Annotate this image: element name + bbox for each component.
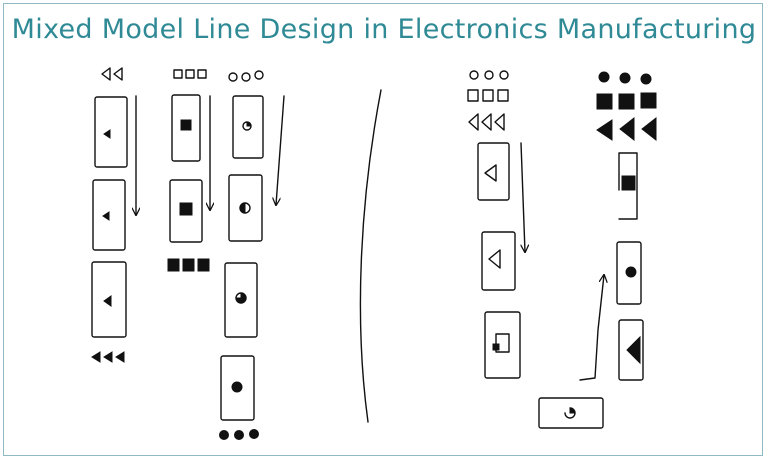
line-1-output-triangles bbox=[91, 351, 125, 363]
line-2-output-squares bbox=[167, 258, 210, 272]
returned-line-stations bbox=[616, 152, 644, 381]
station bbox=[94, 96, 128, 168]
station bbox=[228, 174, 263, 242]
line-1-input-triangles bbox=[101, 67, 123, 81]
flow-arrow bbox=[520, 142, 525, 252]
station bbox=[91, 261, 127, 338]
page-title: Mixed Model Line Design in Electronics M… bbox=[11, 14, 757, 45]
station bbox=[169, 179, 203, 243]
divider-line bbox=[359, 89, 382, 423]
line-3-output-circles bbox=[219, 429, 259, 440]
station bbox=[220, 355, 255, 421]
mixed-output-circles bbox=[598, 71, 652, 85]
line-2-stations bbox=[169, 94, 203, 243]
station bbox=[618, 319, 644, 381]
mixed-output-squares bbox=[596, 92, 657, 110]
station bbox=[481, 231, 516, 291]
mixed-line-stations bbox=[477, 142, 521, 379]
station bbox=[484, 311, 521, 379]
line-2-input-squares bbox=[173, 69, 207, 79]
mixed-input-triangles bbox=[468, 113, 505, 131]
mixed-output-triangles bbox=[596, 116, 657, 142]
station bbox=[224, 262, 258, 338]
line-1-stations bbox=[91, 96, 128, 338]
station bbox=[92, 179, 126, 251]
station bbox=[232, 95, 264, 159]
station bbox=[618, 152, 638, 220]
return-arrow bbox=[579, 275, 604, 381]
flow-arrow bbox=[276, 95, 285, 205]
line-3-input-circles bbox=[228, 70, 264, 82]
mixed-input-squares bbox=[467, 89, 509, 102]
transfer-station bbox=[538, 397, 604, 429]
mixed-input-circles bbox=[469, 70, 509, 80]
station bbox=[616, 241, 642, 305]
line-3-stations bbox=[220, 95, 264, 421]
station bbox=[477, 142, 510, 201]
diagram-frame bbox=[3, 3, 763, 456]
station bbox=[171, 94, 201, 162]
